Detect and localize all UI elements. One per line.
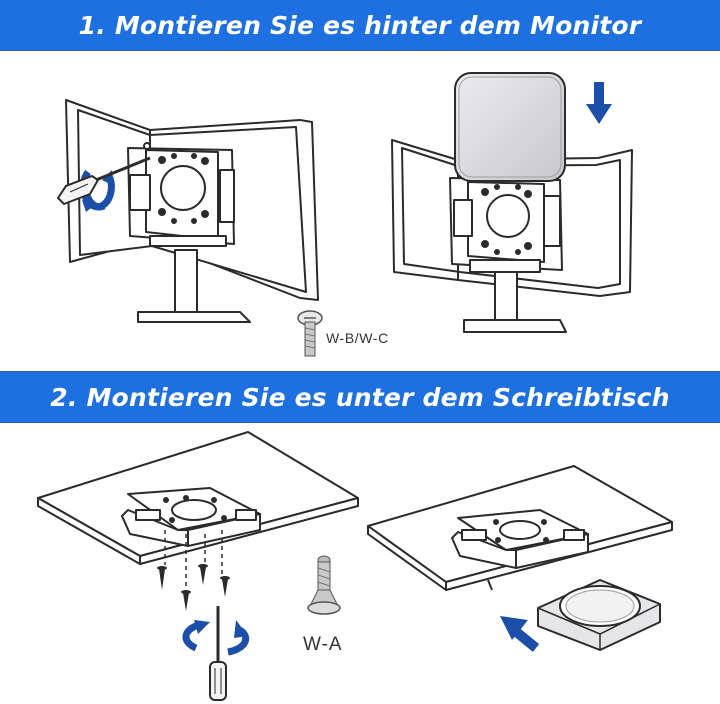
wood-screw-1 <box>157 566 167 590</box>
screw-wa-icon <box>307 555 341 615</box>
section-2-panel <box>0 422 720 704</box>
section-1-panel <box>0 50 720 372</box>
screw-wbwc-icon <box>297 310 323 357</box>
monitor-back-illustration-left <box>65 99 319 323</box>
diagonal-arrow-icon <box>500 616 540 652</box>
rotate-arrow-icon <box>182 620 250 656</box>
wood-screw-3 <box>220 576 230 597</box>
monitor-back-illustration-right <box>391 139 633 333</box>
wood-screw-2 <box>198 564 208 585</box>
mini-pc-device-bottom <box>537 579 661 651</box>
wood-screws-group <box>157 564 230 611</box>
screwdriver-icon <box>56 156 151 212</box>
desk-illustration-left <box>37 431 359 565</box>
screw-wa-label: W-A <box>303 634 343 655</box>
wood-screw-4 <box>181 590 191 611</box>
section-2-banner: 2. Montieren Sie es unter dem Schreibtis… <box>0 372 720 422</box>
section-2-title: 2. Montieren Sie es unter dem Schreibtis… <box>50 382 670 412</box>
mini-pc-device-top <box>454 72 566 182</box>
screwdriver-bottom-icon <box>209 606 227 701</box>
section-1-banner: 1. Montieren Sie es hinter dem Monitor <box>0 0 720 50</box>
screw-wbwc-label: W-B/W-C <box>326 330 389 346</box>
section-1-title: 1. Montieren Sie es hinter dem Monitor <box>78 10 642 40</box>
down-arrow-icon <box>586 82 612 124</box>
desk-illustration-right <box>367 465 673 591</box>
mounting-guide-lines <box>164 530 223 590</box>
